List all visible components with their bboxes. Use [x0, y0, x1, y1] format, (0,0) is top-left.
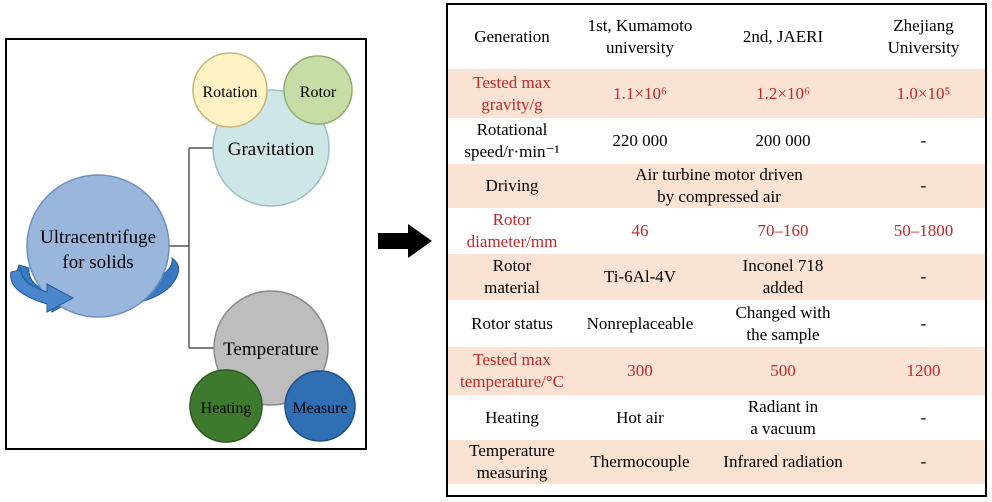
table-cell: 300	[576, 347, 704, 395]
table-cell: -	[920, 407, 927, 427]
concept-diagram: Ultracentrifuge for solids Gravitation R…	[10, 52, 356, 443]
table-cell: 70–160	[757, 221, 809, 240]
table-cell: -	[920, 131, 927, 150]
measure-circle	[284, 370, 356, 442]
measure-label: Measure	[292, 400, 347, 417]
rotor-label: Rotor	[300, 84, 337, 101]
table-cell: 1.2×10⁶	[704, 69, 862, 118]
table-cell: Ti-6Al-4V	[576, 254, 704, 300]
connector-lines	[167, 147, 215, 349]
table-cell: 200 000	[755, 131, 811, 150]
table-cell: 50–1800	[893, 221, 954, 240]
swirl-arrow-front	[10, 269, 75, 313]
table-cell: 500	[704, 347, 862, 395]
table-cell: 1.0×10⁵	[862, 69, 985, 118]
diagram-panel: Ultracentrifuge for solids Gravitation R…	[5, 38, 367, 450]
table-cell: 46	[631, 221, 649, 240]
rotation-label: Rotation	[202, 84, 257, 101]
temperature-label: Temperature	[223, 339, 319, 360]
table-cell: 220 000	[612, 131, 668, 150]
table-cell: Hot air	[616, 407, 664, 427]
header-cell: 2nd, JAERI	[742, 27, 824, 46]
center-label-line1: Ultracentrifuge	[40, 227, 156, 248]
heating-circle	[189, 369, 263, 443]
row-label-cell: Driving	[448, 164, 576, 208]
row-label-cell: Rotor status	[471, 313, 553, 333]
table-cell: Thermocouple	[576, 440, 704, 484]
right-arrow-icon	[378, 224, 432, 258]
table-cell: -	[862, 164, 985, 208]
gravitation-label: Gravitation	[228, 139, 315, 160]
center-label-line2: for solids	[62, 252, 133, 273]
header-cell: Generation	[474, 27, 550, 46]
ultracentrifuge-circle	[26, 174, 170, 318]
rotation-circle	[192, 52, 268, 128]
table-cell: Infrared radiation	[704, 440, 862, 484]
row-label-cell: Heating	[485, 407, 539, 427]
table-cell: -	[920, 313, 927, 333]
table-cell: 1.1×10⁶	[576, 69, 704, 118]
rotor-circle	[283, 55, 353, 125]
table-cell: Nonreplaceable	[586, 313, 694, 333]
heating-label: Heating	[201, 400, 252, 417]
table-cell: -	[862, 440, 985, 484]
table-cell: 1200	[862, 347, 985, 395]
table-cell: -	[862, 254, 985, 300]
